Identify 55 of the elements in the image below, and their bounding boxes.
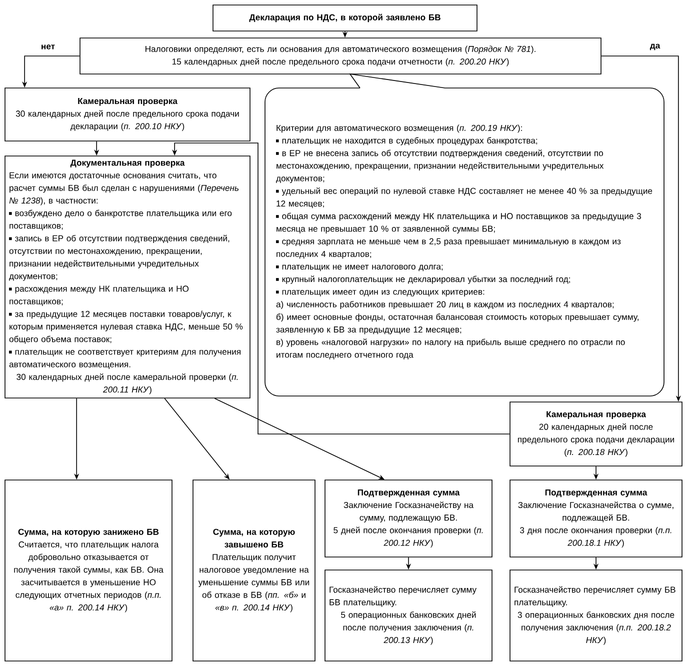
body-text: Заключение Госказначейства о сумме, подлежащей БВ. (518, 502, 674, 522)
list-item: плательщик не соответствует критериям для получения автоматического возмещения. (9, 350, 240, 369)
heading: Документальная проверка (70, 160, 185, 168)
body-text: 30 календарных дней после предельного срока подачи декларации (п. 200.10 НКУ) (16, 110, 239, 131)
heading: Камеральная проверка (78, 98, 178, 106)
list-item: за предыдущие 12 месяцев поставки товаров/услуг, к которым применяется нулевая ставка НДС, меньше 50 % общего объема поставок; (9, 310, 243, 344)
body-text: Заключение Госказначейству на сумму, подлежащую БВ. (344, 502, 474, 522)
list-item: удельный вес операций по нулевой ставке НДС составляет не менее 40 % за предыдущие 12 месяцев; (276, 187, 652, 208)
process-box (510, 480, 682, 558)
process-box (80, 38, 602, 74)
list-item: возбуждено дело о банкротстве плательщика или его поставщиков; (9, 210, 232, 230)
body-text: Плательщик получит налоговое уведомление на уменьшение суммы БВ или об отказе в БВ (пп. «б» и «в» п. 200.14 НКУ) (198, 554, 310, 612)
process-box (4, 88, 250, 142)
body-text: Если имеются достаточные основания считать, что расчет суммы БВ был сделан с нарушениями (Перечень № 1238), в частности: (9, 172, 238, 206)
process-box (4, 480, 172, 662)
callout-box (264, 74, 664, 396)
heading: Декларация по НДС, в которой заявлено БВ (249, 14, 440, 22)
body-text: а) численность работников превышает 20 лиц в каждом из последних 4 кварталов; (276, 300, 614, 310)
body-text: 5 операционных банковских дней после получения заключения (п. 200.13 НКУ) (341, 611, 476, 645)
body-text: 20 календарных дней после предельного срока подачи декларации (п. 200.18 НКУ) (518, 423, 674, 457)
list-item: расхождения между НК плательщика и НО поставщиков; (9, 286, 189, 306)
body-text: Считается, что плательщик налога добровольно отказывается от получения такой суммы, как БВ. Она засчитывается в уменьшение НО следующих отчетных периодов (п.п. «а» п. 200.14 НКУ) (14, 541, 164, 612)
body-text: б) имеет основные фонды, остаточная балансовая стоимость которых превышает сумму, заявленную к БВ за предыдущие 12 месяцев; (276, 314, 638, 334)
edge-label: нет (40, 44, 56, 50)
process-box (212, 4, 478, 32)
process-box (324, 570, 492, 662)
process-box (510, 402, 682, 466)
list-item: крупный налогоплательщик не декларировал убытки за последний год; (276, 276, 570, 284)
process-box (192, 480, 316, 662)
list-item: средняя зарплата не меньше чем в 2,5 раза превышает минимальную в каждом из последних 4 кварталов; (276, 238, 621, 259)
body-text: в) уровень «налоговой нагрузки» по налогу на прибыль выше среднего по отрасли по итогам последнего отчетного года (276, 338, 625, 360)
list-item: общая сумма расхождений между НК плательщика и НО поставщиков за предыдущие 3 месяца не превышает 10 % от заявленной суммы БВ; (276, 212, 642, 234)
body-text: Госказначейство перечисляет сумму БВ плательщику. (514, 586, 676, 607)
process-box (510, 570, 682, 662)
list-item: плательщик не находится в судебных процедурах банкротства; (276, 137, 538, 146)
list-item: в ЕР не внесена запись об отсутствии подтверждения сведений, отсутствии по местонахождению, прекращении, признании недействительными учредительных документов; (276, 150, 604, 184)
heading: Сумма, на которую занижено БВ (18, 528, 159, 537)
body-text: Налоговики определяют, есть ли основания для автоматического возмещения (Порядок № 781). (146, 46, 536, 54)
body-text: Критерии для автоматического возмещения (п. 200.19 НКУ): (276, 124, 522, 133)
list-item: запись в ЕР об отсутствии подтверждения сведений, отсутствии по местонахождению, прекращении, признании недействительными учредительных документов; (9, 234, 230, 281)
process-box (4, 156, 250, 398)
heading: Подтвержденная сумма (358, 489, 460, 498)
body-text: 3 дня после окончания проверки (п.п. 200.18.1 НКУ) (520, 526, 672, 548)
body-text: 5 дней после окончания проверки (п. 200.12 НКУ) (334, 526, 483, 548)
edge-label: да (648, 42, 662, 52)
body-text: 15 календарных дней после предельного срока подачи отчетности (п. 200.20 НКУ) (172, 58, 509, 66)
body-text: Госказначейство перечисляет сумму БВ плательщику. (330, 586, 476, 607)
list-item: плательщик имеет один из следующих критериев: (276, 290, 484, 296)
list-item: плательщик не имеет налогового долга; (276, 264, 443, 272)
heading: Подтвержденная сумма (545, 489, 648, 498)
heading: Камеральная проверка (546, 411, 646, 419)
body-text: 30 календарных дней после камеральной проверки (п. 200.11 НКУ) (16, 374, 238, 394)
body-text: 3 операционных банковских дня после получения заключения (п.п. 200.18.2 НКУ) (518, 612, 674, 645)
heading: Сумма, на которую завышено БВ (213, 528, 295, 548)
process-box (324, 480, 492, 558)
